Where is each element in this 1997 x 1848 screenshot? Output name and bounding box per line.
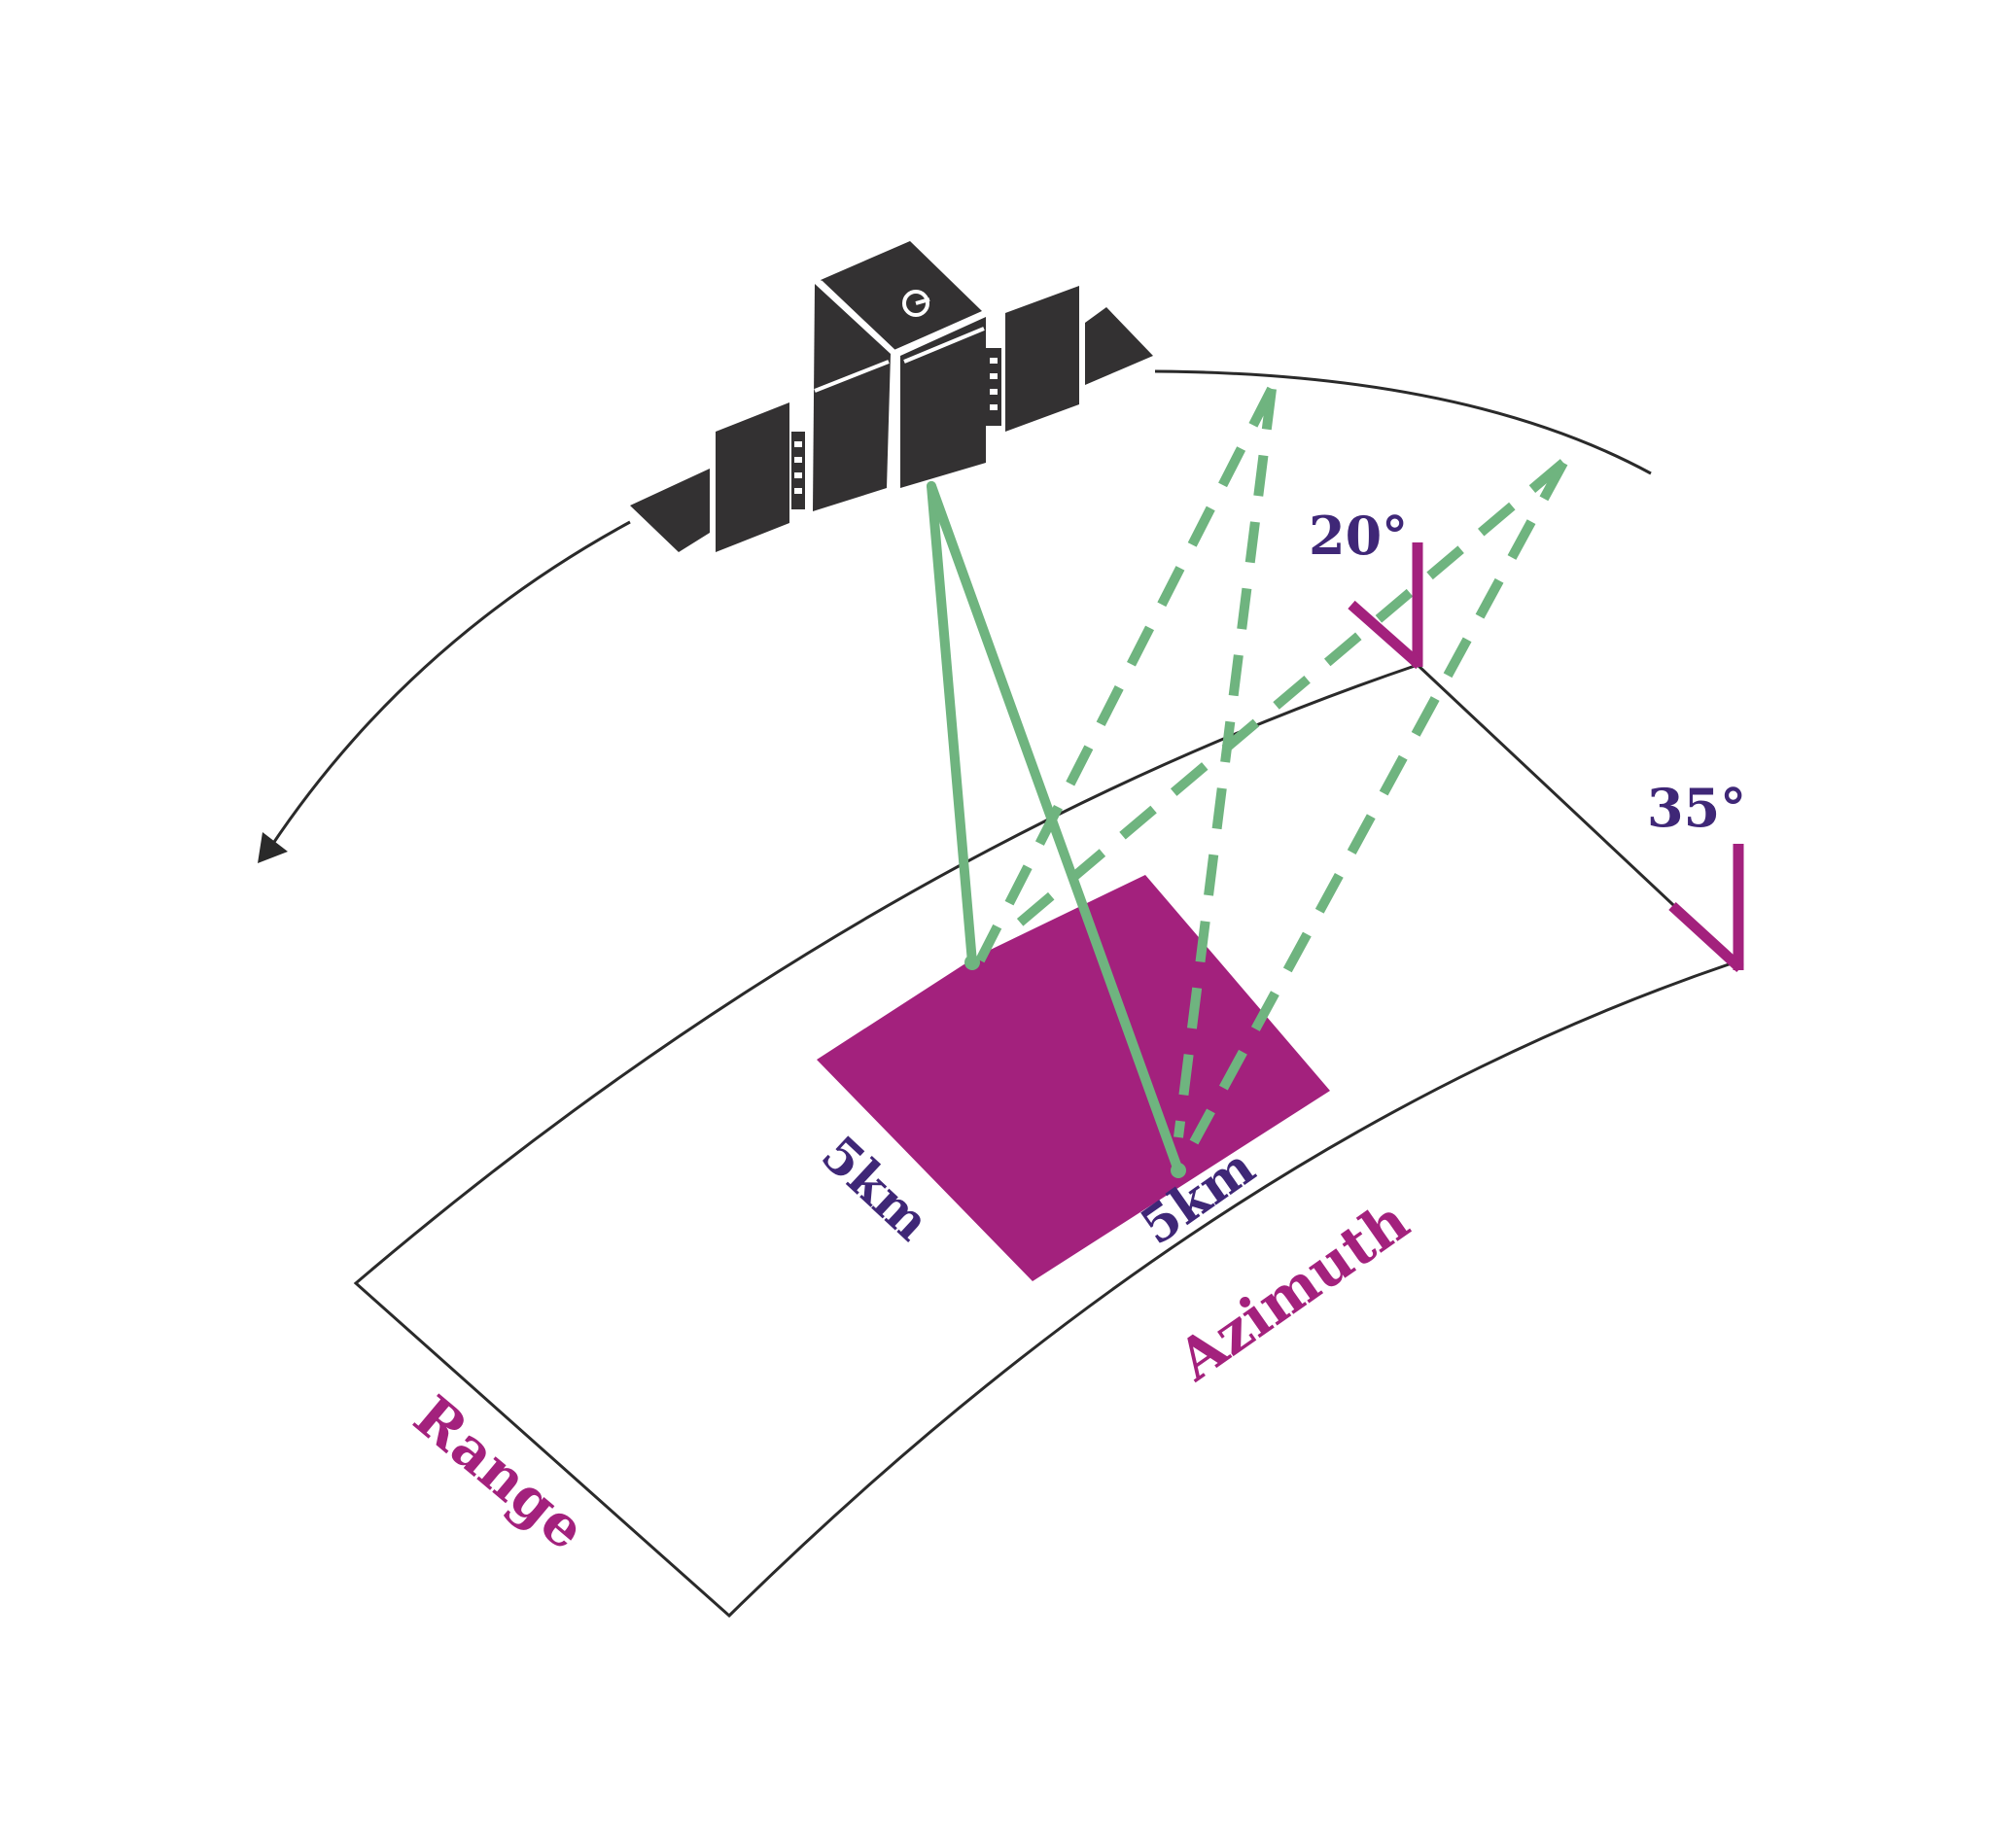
body-edge — [819, 280, 896, 354]
solar-panel-left — [716, 402, 789, 552]
satellite-body-left — [813, 284, 891, 511]
footprint-patch — [817, 875, 1330, 1281]
satellite-body-right — [900, 317, 986, 488]
connector-rungs-right — [990, 358, 998, 410]
solar-panel-right — [1005, 286, 1079, 432]
angle-label-far: 35° — [1647, 777, 1746, 839]
solid-beam — [927, 481, 1183, 1175]
satellite-icon — [630, 241, 1153, 552]
solar-panel-right-wing — [1085, 307, 1153, 385]
orbit-arc — [1154, 369, 1652, 475]
antenna-icon — [902, 290, 930, 317]
beam-point — [964, 955, 980, 970]
curved-arrow-icon — [258, 832, 288, 863]
angle-label-near: 20° — [1309, 505, 1408, 567]
body-connector — [893, 387, 900, 455]
orbit-arc-left — [268, 520, 631, 849]
solid-beam-line — [927, 481, 1183, 1175]
connector-rungs-left — [794, 441, 802, 494]
solar-panel-left-wing — [630, 469, 710, 552]
dashed-beams — [975, 386, 1568, 1145]
solid-beam-line — [927, 481, 977, 967]
flight-direction-arrow — [258, 369, 1652, 863]
body-seam — [814, 360, 890, 393]
v-marker-icon — [1668, 844, 1744, 973]
dashed-beam-line — [998, 459, 1567, 942]
body-seam — [903, 327, 985, 364]
beam-point — [1171, 1163, 1186, 1178]
dashed-beam-line — [975, 386, 1277, 963]
satellite-body-top — [821, 241, 982, 350]
body-edge — [893, 311, 985, 354]
dashed-beam-line — [1174, 388, 1277, 1138]
v-marker-icon — [1348, 542, 1423, 670]
